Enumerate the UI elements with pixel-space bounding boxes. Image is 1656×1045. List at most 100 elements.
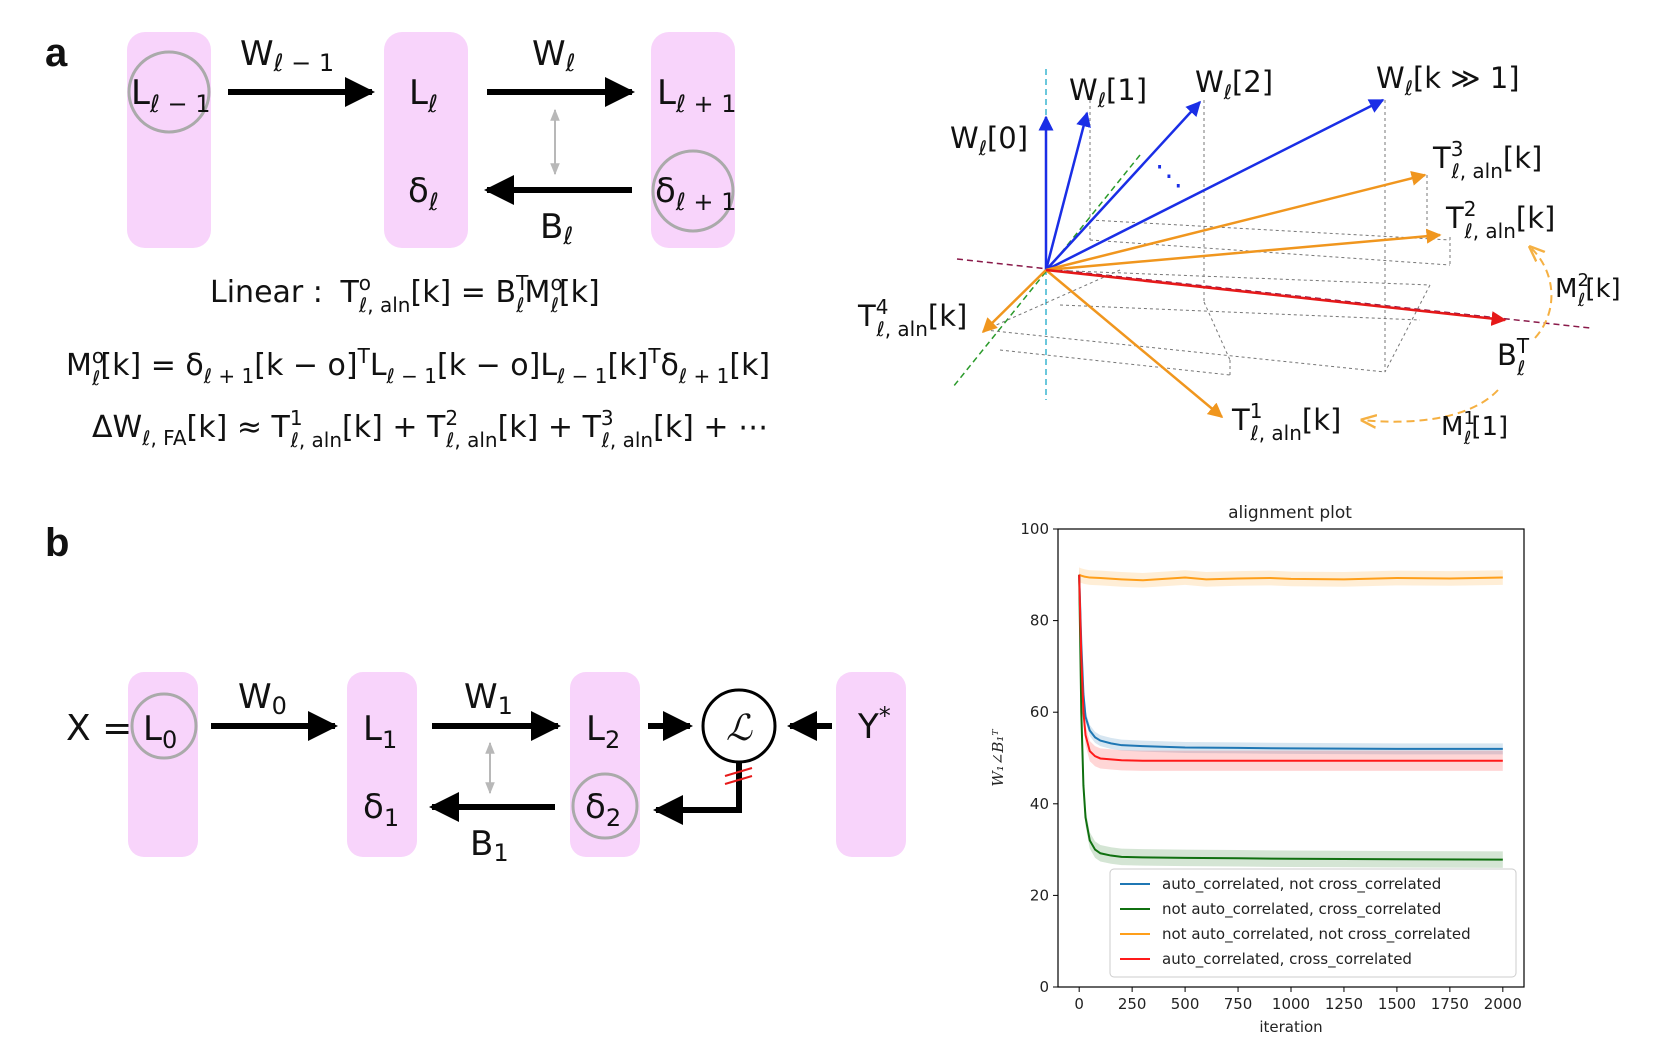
x-tick-label: 1250 xyxy=(1325,995,1363,1013)
layer-column-2 xyxy=(570,672,640,857)
error-highlight-circle-b xyxy=(571,772,639,840)
x-tick-label: 0 xyxy=(1074,995,1084,1013)
vector-b-transpose xyxy=(1045,268,1507,326)
series-band-orange xyxy=(1079,567,1503,588)
loss-to-error-arrow xyxy=(653,762,742,825)
layer-column-0 xyxy=(128,672,198,857)
x-tick-label: 1750 xyxy=(1431,995,1469,1013)
plot-x-ticks: 0 250 500 750 1000 1250 1500 1750 2000 xyxy=(1074,987,1522,1013)
label-w-0: Wℓ[0] xyxy=(950,121,1028,160)
x-equals-label: X = xyxy=(66,708,132,749)
series-line-blue xyxy=(1078,574,1503,750)
error-highlight-circle xyxy=(651,149,735,233)
plot-legend: auto_correlated, not cross_correlated no… xyxy=(1109,868,1517,978)
y-tick-label: 40 xyxy=(1030,795,1049,813)
vector-w-k xyxy=(1045,98,1385,272)
input-highlight-circle-b xyxy=(130,692,198,760)
plot-lines xyxy=(1078,573,1503,861)
series-band-green xyxy=(1079,566,1503,868)
series-band-red xyxy=(1079,564,1503,771)
error-label-d1: δ1 xyxy=(363,787,399,832)
plot-y-ticks: 0 20 40 60 80 100 xyxy=(1020,520,1058,996)
weight-label-w-l-minus-1: Wℓ − 1 xyxy=(240,34,334,77)
legend-entry-orange: not auto_correlated, not cross_correlate… xyxy=(1162,925,1471,944)
input-highlight-circle xyxy=(127,50,211,134)
y-tick-label: 60 xyxy=(1030,703,1049,721)
target-label-y: Y* xyxy=(857,702,891,747)
y-tick-label: 0 xyxy=(1039,978,1049,996)
vector-t3 xyxy=(1045,171,1427,272)
panel-b: b X = L0 L1 L2 δ1 δ2 Y* W0 W1 B1 ℒ xyxy=(45,521,906,867)
error-label-d2: δ2 xyxy=(585,787,621,832)
panel-b-label: b xyxy=(45,521,69,565)
loss-symbol: ℒ xyxy=(726,708,753,749)
x-tick-label: 750 xyxy=(1224,995,1253,1013)
layer-label-l: Lℓ xyxy=(409,73,438,118)
legend-entry-blue: auto_correlated, not cross_correlated xyxy=(1162,875,1441,894)
vector-t4 xyxy=(981,269,1047,334)
x-tick-label: 2000 xyxy=(1484,995,1522,1013)
layer-label-l0: L0 xyxy=(143,709,177,754)
plot-title: alignment plot xyxy=(1228,503,1352,523)
x-tick-label: 1500 xyxy=(1378,995,1416,1013)
layer-column-l-plus-1 xyxy=(651,32,735,248)
horizontal-axis xyxy=(956,258,1591,329)
legend-entry-red: auto_correlated, cross_correlated xyxy=(1162,950,1412,969)
vector-t1 xyxy=(1045,269,1224,418)
plot-bands xyxy=(1079,564,1503,868)
stop-mark-1 xyxy=(724,767,753,777)
target-column xyxy=(836,672,906,857)
panel-a: a Lℓ − 1 Lℓ Lℓ + 1 δℓ δℓ + 1 Wℓ − 1 Wℓ B… xyxy=(45,31,770,452)
layer-column-1 xyxy=(347,672,417,857)
series-line-orange xyxy=(1078,573,1503,582)
plot-y-label: W₁∠B₁ᵀ xyxy=(989,729,1007,787)
weight-label-w-l: Wℓ xyxy=(532,34,576,77)
y-tick-label: 20 xyxy=(1030,886,1049,904)
x-tick-label: 250 xyxy=(1118,995,1147,1013)
error-label-l: δℓ xyxy=(408,171,439,216)
x-tick-label: 1000 xyxy=(1272,995,1310,1013)
vector-ellipsis: ⋱ xyxy=(1155,159,1183,192)
label-w-1: Wℓ[1] xyxy=(1069,73,1147,112)
error-label-l-plus-1: δℓ + 1 xyxy=(655,171,736,216)
legend-box xyxy=(1109,868,1517,978)
label-w-2: Wℓ[2] xyxy=(1195,65,1273,104)
weight-label-w0: W0 xyxy=(238,677,287,720)
layer-label-l2: L2 xyxy=(586,709,620,754)
y-tick-label: 100 xyxy=(1020,520,1049,538)
series-line-red xyxy=(1078,574,1503,762)
panel-a-label: a xyxy=(45,31,68,75)
vector-w-2 xyxy=(1045,100,1202,271)
curved-arrow-m1 xyxy=(1362,389,1499,422)
x-tick-label: 500 xyxy=(1171,995,1200,1013)
layer-label-l-plus-1: Lℓ + 1 xyxy=(657,73,737,118)
feedback-label-b-l: Bℓ xyxy=(540,207,573,250)
plot-x-label: iteration xyxy=(1259,1018,1322,1036)
y-tick-label: 80 xyxy=(1030,612,1049,630)
curved-arrow-m2 xyxy=(1530,247,1553,339)
feedback-label-b1: B1 xyxy=(470,824,509,867)
stop-mark-2 xyxy=(724,775,753,785)
legend-entry-green: not auto_correlated, cross_correlated xyxy=(1162,900,1441,919)
layer-column-l-minus-1 xyxy=(127,32,211,248)
weight-label-w1: W1 xyxy=(464,677,513,720)
layer-label-l-minus-1: Lℓ − 1 xyxy=(131,73,211,118)
layer-label-l1: L1 xyxy=(363,709,397,754)
vector-t2 xyxy=(1045,228,1442,272)
layer-column-l xyxy=(384,32,468,248)
label-w-k: Wℓ[k ≫ 1] xyxy=(1376,61,1520,100)
series-band-blue xyxy=(1079,569,1503,755)
series-line-green xyxy=(1078,574,1503,861)
